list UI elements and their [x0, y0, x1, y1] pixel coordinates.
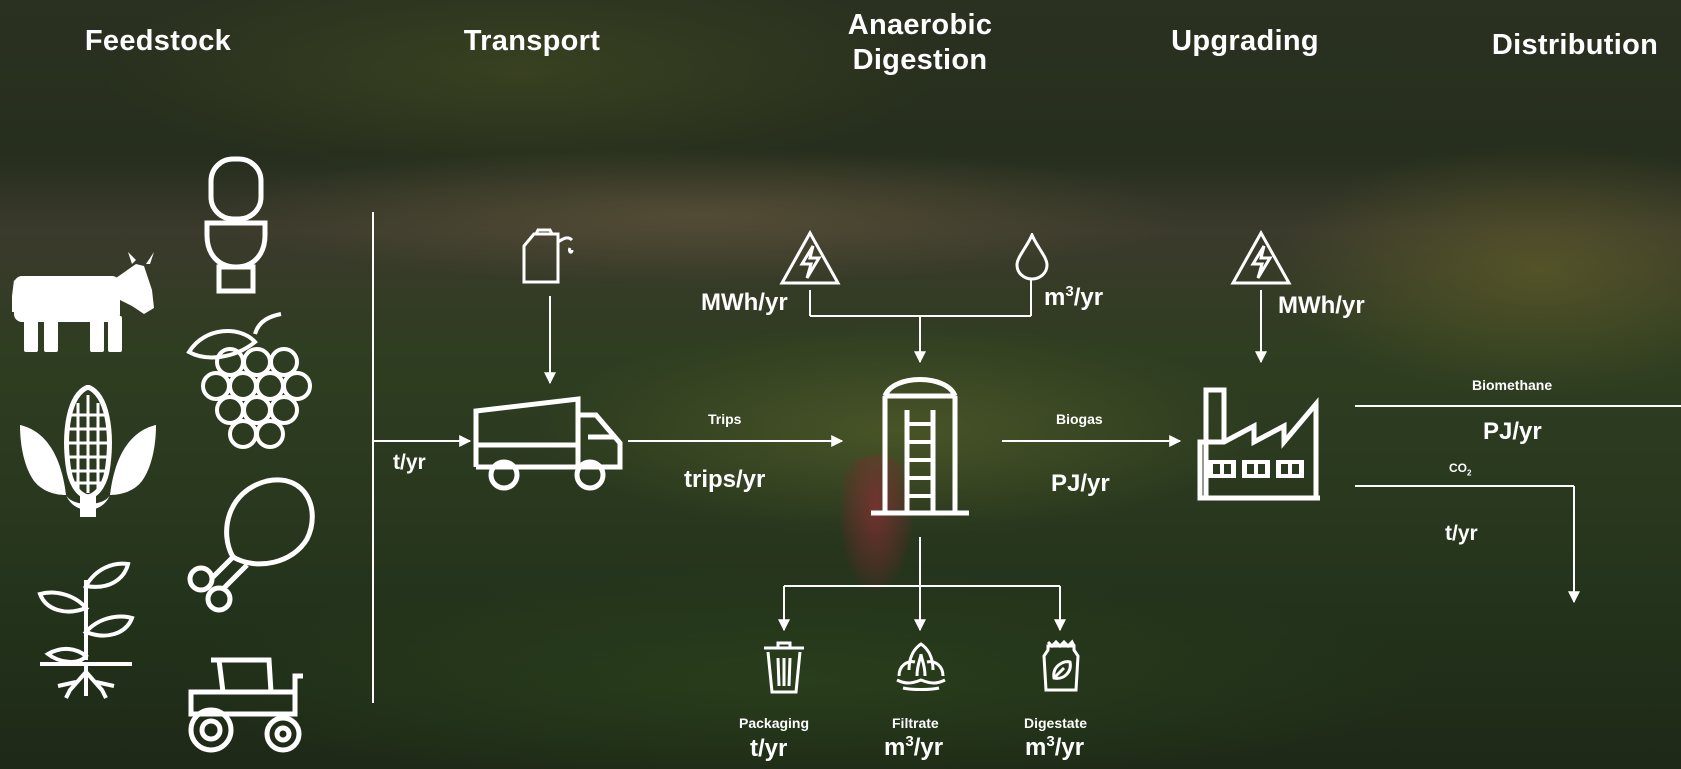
- stage-title-distribution: Distribution: [1491, 29, 1659, 61]
- filtrate-unit-tail: /yr: [913, 734, 944, 761]
- stage-title-anaerobic-digestion: Anaerobic Digestion: [800, 8, 1040, 78]
- filtrate-unit-label: m3/yr: [884, 734, 943, 760]
- fountain-icon: [896, 642, 946, 691]
- co2-caption-base: CO: [1449, 461, 1467, 475]
- feedstock-rate-label: t/yr: [393, 451, 426, 474]
- plant-icon: [37, 561, 135, 699]
- factory-icon: [1197, 387, 1320, 501]
- water-drop-icon: [1015, 233, 1049, 281]
- background-person: [840, 455, 912, 590]
- packaging-unit-label: t/yr: [750, 735, 788, 762]
- digestate-unit-sup: 3: [1046, 733, 1055, 750]
- ad-water-unit-sup: 3: [1065, 283, 1074, 300]
- co2-unit-label: t/yr: [1445, 522, 1478, 545]
- biomethane-unit-label: PJ/yr: [1483, 418, 1542, 445]
- biogas-caption: Biogas: [1056, 411, 1103, 427]
- toilet-icon: [204, 156, 268, 294]
- ad-water-unit-label: m3/yr: [1044, 284, 1103, 310]
- ad-electricity-unit-label: MWh/yr: [701, 289, 788, 316]
- filtrate-unit-sup: 3: [905, 733, 914, 750]
- stage-title-digestion-line: Digestion: [852, 44, 988, 76]
- ad-water-unit-base: m: [1044, 284, 1066, 311]
- digester-silo-icon: [871, 377, 969, 516]
- dump-truck-icon: [473, 396, 623, 491]
- stage-title-transport: Transport: [463, 25, 601, 57]
- trash-bin-icon: [764, 641, 804, 694]
- grapes-icon: [186, 312, 312, 449]
- cow-icon: [12, 252, 154, 352]
- co2-caption-sub: 2: [1467, 468, 1472, 478]
- corn-icon: [20, 385, 156, 517]
- filtrate-caption: Filtrate: [892, 715, 939, 731]
- digestate-unit-label: m3/yr: [1025, 734, 1084, 760]
- biomethane-caption: Biomethane: [1472, 377, 1553, 393]
- fertilizer-bag-icon: [1042, 639, 1080, 692]
- ad-water-unit-tail: /yr: [1073, 284, 1104, 311]
- trips-caption: Trips: [708, 411, 742, 427]
- electricity-hazard-icon-upgrading: [1230, 230, 1292, 285]
- tractor-icon: [188, 657, 303, 753]
- stage-title-upgrading: Upgrading: [1171, 25, 1319, 57]
- trips-unit-label: trips/yr: [684, 466, 766, 493]
- packaging-caption: Packaging: [739, 715, 810, 731]
- filtrate-unit-base: m: [884, 734, 906, 761]
- digestate-unit-tail: /yr: [1054, 734, 1085, 761]
- digestate-caption: Digestate: [1024, 715, 1088, 731]
- stage-title-anaerobic-line: Anaerobic: [847, 9, 993, 41]
- chicken-leg-icon: [187, 477, 315, 613]
- biogas-unit-label: PJ/yr: [1051, 470, 1110, 497]
- co2-caption: CO2: [1449, 462, 1471, 477]
- stage-title-feedstock: Feedstock: [84, 25, 232, 57]
- fuel-can-icon: [522, 228, 574, 284]
- digestate-unit-base: m: [1025, 734, 1047, 761]
- electricity-hazard-icon: [779, 230, 841, 285]
- upgrading-electricity-unit-label: MWh/yr: [1278, 292, 1365, 319]
